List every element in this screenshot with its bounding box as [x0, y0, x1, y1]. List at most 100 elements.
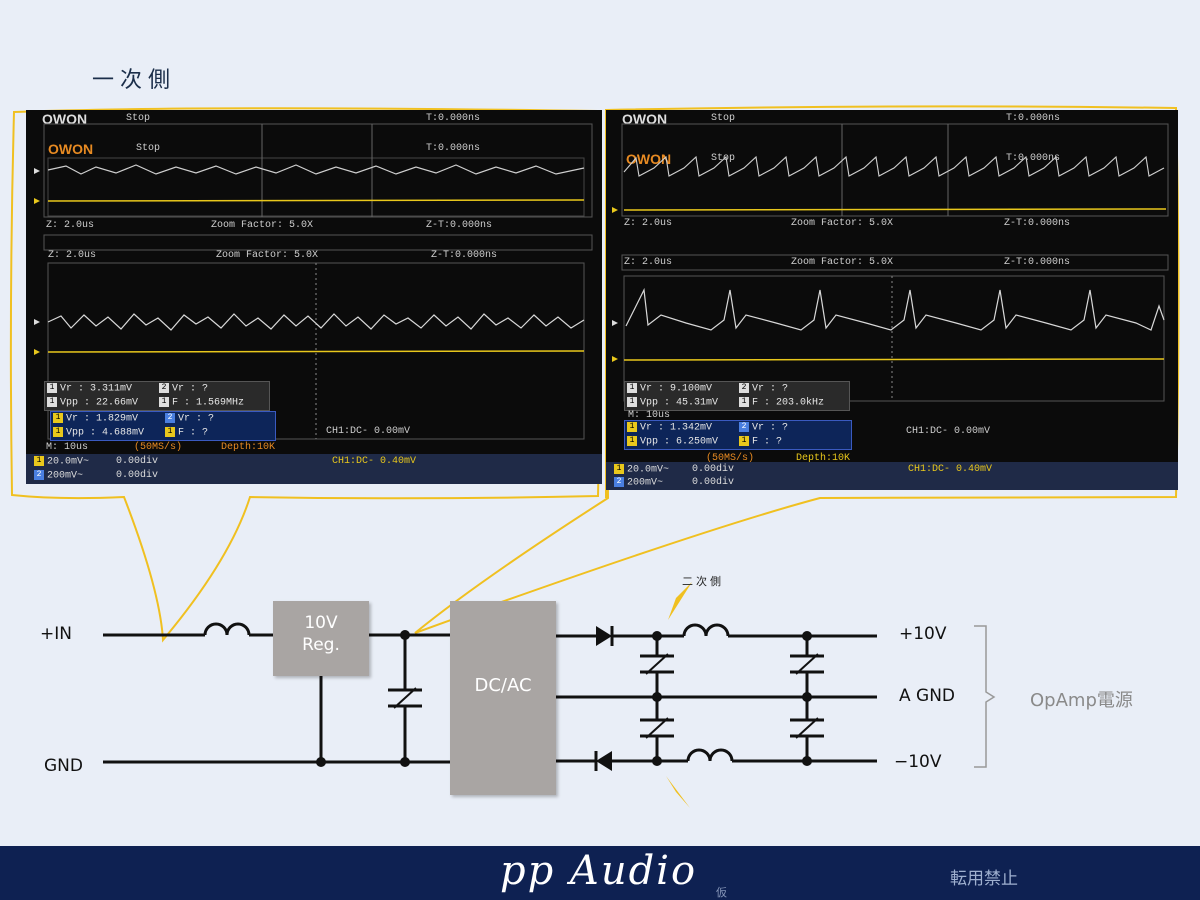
regulator-block: 10V Reg. [273, 601, 369, 676]
output-gnd-label: A GND [899, 686, 956, 706]
timebase: M: 10us [628, 410, 671, 421]
scope-brand: OWON [42, 111, 88, 127]
meas-label: Vr : ? [172, 383, 209, 395]
meas-label: Vpp : 4.688mV [66, 427, 145, 439]
meas-label: Vr : 3.311mV [60, 383, 133, 395]
timebase: M: 10us [46, 442, 89, 453]
scope-trigger-time: T:0.000ns [1006, 113, 1061, 124]
meas-label: Vr : 1.829mV [66, 413, 139, 425]
ch1-scale: 20.0mV~ [47, 456, 90, 468]
meas-label: Vr : 1.342mV [640, 422, 713, 434]
oscilloscope-left: OWON Stop T:0.000ns OWON Stop T:0.000ns … [26, 110, 602, 484]
channel-chip: 1 [47, 383, 57, 393]
meas-label: Vpp : 6.250mV [640, 436, 719, 448]
zoom-zt-inner: Z-T:0.000ns [1004, 257, 1071, 268]
meas-label: Vpp : 22.66mV [60, 397, 139, 409]
channel-chip: 1 [739, 397, 749, 407]
meas-label: Vr : 9.100mV [640, 383, 713, 395]
channel-chip: 2 [165, 413, 175, 423]
meas-label: Vr : ? [752, 422, 789, 434]
scope-brand-inner: OWON [48, 141, 94, 157]
channel-chip: 1 [627, 383, 637, 393]
meas-label: F : ? [752, 436, 783, 448]
scope-traces [34, 123, 593, 440]
ch1-scale: 20.0mV~ [627, 464, 670, 476]
ch1-trigger: CH1:DC- 0.40mV [908, 464, 993, 475]
meas-label: F : 1.569MHz [172, 397, 245, 409]
channel-chip: 1 [165, 427, 175, 437]
ch2-scale: 200mV~ [47, 470, 84, 482]
channel-chip: 1 [739, 436, 749, 446]
zoom-zt-inner: Z-T:0.000ns [431, 250, 498, 261]
zoom-factor: Zoom Factor: 5.0X [211, 220, 314, 231]
meas-label: F : ? [178, 427, 209, 439]
channel-chip: 1 [159, 397, 169, 407]
scope-status-inner: Stop [136, 143, 161, 154]
meas-label: F : 203.0kHz [752, 397, 825, 409]
output-neg-label: −10V [894, 752, 942, 772]
depth: Depth:10K [796, 453, 851, 464]
regulator-line1: 10V [304, 613, 338, 633]
zoom-zt: Z-T:0.000ns [1004, 218, 1071, 229]
channel-chip: 1 [627, 436, 637, 446]
footer-brand: pp Audio [500, 848, 698, 894]
oscilloscope-right: OWON Stop T:0.000ns OWON Stop T:0.000ns … [606, 110, 1178, 490]
channel-chip: 2 [739, 422, 749, 432]
ch2-position: 0.00div [116, 470, 159, 481]
sample-rate: (50MS/s) [706, 453, 755, 464]
meas-label: Vr : ? [178, 413, 215, 425]
zoom-factor-inner: Zoom Factor: 5.0X [791, 257, 894, 268]
zoom-z: Z: 2.0us [46, 220, 95, 231]
depth: Depth:10K [221, 442, 276, 453]
trigger-inner: CH1:DC- 0.00mV [326, 426, 411, 437]
trigger-inner: CH1:DC- 0.00mV [906, 426, 991, 437]
channel-chip: 1 [627, 397, 637, 407]
meas-label: Vpp : 45.31mV [640, 397, 719, 409]
converter-label: DC/AC [474, 675, 532, 696]
ch1-position: 0.00div [692, 464, 735, 475]
zoom-factor: Zoom Factor: 5.0X [791, 218, 894, 229]
input-label: +IN [40, 624, 72, 644]
scope-traces [612, 123, 1169, 402]
ch2-scale: 200mV~ [627, 477, 664, 489]
ch2-position: 0.00div [692, 477, 735, 488]
scope-status-inner: Stop [711, 153, 736, 164]
zoom-zt: Z-T:0.000ns [426, 220, 493, 231]
meas-label: Vr : ? [752, 383, 789, 395]
zoom-z-inner: Z: 2.0us [48, 250, 97, 261]
footer-bar [0, 846, 1200, 900]
output-pos-label: +10V [899, 624, 947, 644]
converter-block: DC/AC [450, 601, 556, 795]
scope-status: Stop [126, 113, 151, 124]
channel-chip: 1 [53, 427, 63, 437]
channel-chip: 1 [627, 422, 637, 432]
scope-trigger-time-inner: T:0.000ns [426, 143, 481, 154]
scope-trigger-time-inner: T:0.000ns [1006, 153, 1061, 164]
channel-chip: 2 [739, 383, 749, 393]
zoom-z-inner: Z: 2.0us [624, 257, 673, 268]
scope-brand: OWON [622, 111, 668, 127]
zoom-factor-inner: Zoom Factor: 5.0X [216, 250, 319, 261]
opamp-supply-label: OpAmp電源 [1030, 690, 1133, 711]
sample-rate: (50MS/s) [134, 442, 183, 453]
ch1-trigger: CH1:DC- 0.40mV [332, 456, 417, 467]
channel-chip: 1 [53, 413, 63, 423]
page-title: 一次側 [92, 68, 177, 93]
